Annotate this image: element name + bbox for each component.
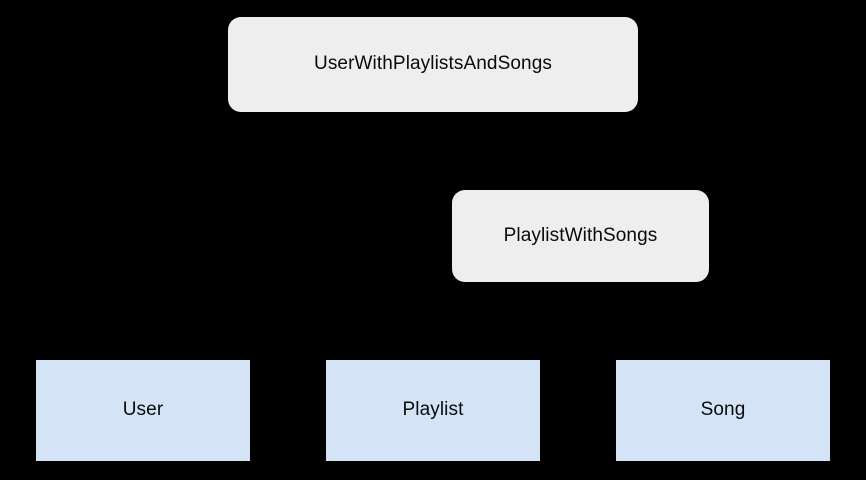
edge-playlist-with-songs-to-playlist: [432, 281, 501, 360]
node-label: User: [122, 399, 164, 421]
node-user-with-playlists-and-songs[interactable]: UserWithPlaylistsAndSongs: [228, 17, 638, 112]
node-label: UserWithPlaylistsAndSongs: [314, 53, 552, 75]
edge-user-with-playlists-and-songs-to-user: [142, 111, 261, 360]
node-label: Song: [700, 399, 746, 421]
node-song[interactable]: Song: [616, 360, 830, 461]
edge-playlist-with-songs-to-song: [659, 281, 724, 360]
node-label: PlaylistWithSongs: [503, 224, 658, 246]
node-user[interactable]: User: [36, 360, 250, 461]
node-playlist[interactable]: Playlist: [326, 360, 540, 461]
edge-user-with-playlists-and-songs-to-playlist-with-songs: [559, 111, 581, 191]
node-playlist-with-songs[interactable]: PlaylistWithSongs: [452, 190, 709, 282]
node-label: Playlist: [402, 399, 464, 421]
